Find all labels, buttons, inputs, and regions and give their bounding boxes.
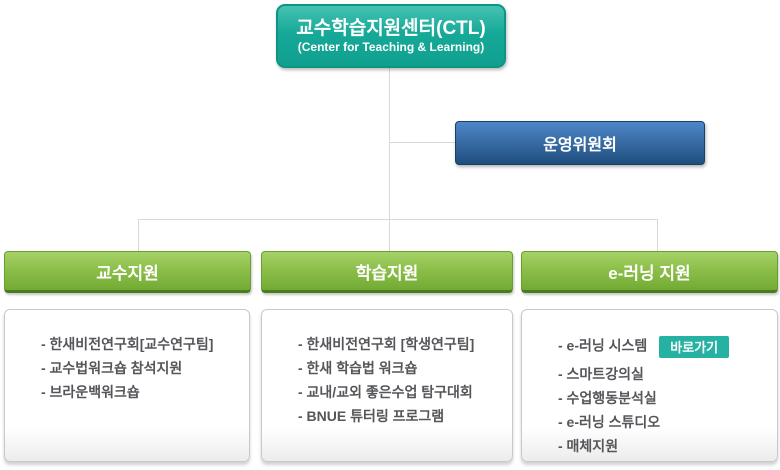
column-header-professor-support: 교수지원 — [4, 251, 251, 293]
list-item-text: - 스마트강의실 — [558, 366, 644, 382]
list-item: - BNUE 튜터링 프로그램 — [298, 404, 504, 428]
list-item-text: - 매체지원 — [558, 438, 619, 454]
list-item: - 한새비전연구회[교수연구팀] — [41, 332, 241, 356]
column-header-label: 교수지원 — [96, 263, 159, 283]
list-item-text: - 수업행동분석실 — [558, 390, 657, 406]
panel-elearning-support: - e-러닝 시스템 바로가기 - 스마트강의실 - 수업행동분석실 - e-러닝… — [521, 309, 778, 462]
list-item-text: - 한새비전연구회[교수연구팀] — [41, 336, 214, 352]
list-item-text: - 한새비전연구회 [학생연구팀] — [298, 336, 475, 352]
list-item: - 브라운백워크숍 — [41, 380, 241, 404]
list-item: - 교수법워크숍 참석지원 — [41, 356, 241, 380]
panel-professor-support: - 한새비전연구회[교수연구팀] - 교수법워크숍 참석지원 - 브라운백워크숍 — [4, 309, 250, 462]
column-header-label: 학습지원 — [355, 263, 419, 283]
list-item: - 한새 학습법 워크숍 — [298, 356, 504, 380]
list-item-text: - e-러닝 시스템 — [558, 337, 648, 354]
item-list: - 한새비전연구회[교수연구팀] - 교수법워크숍 참석지원 - 브라운백워크숍 — [5, 310, 249, 404]
list-item: - 매체지원 — [558, 434, 769, 458]
panel-learning-support: - 한새비전연구회 [학생연구팀] - 한새 학습법 워크숍 - 교내/교외 좋… — [261, 309, 513, 462]
committee-label: 운영위원회 — [543, 137, 617, 154]
column-header-label: e-러닝 지원 — [608, 263, 691, 283]
list-item: - 스마트강의실 — [558, 362, 769, 386]
connector-stub-right — [657, 219, 658, 251]
connector-horizontal-bar — [138, 219, 658, 220]
root-box-ctl: 교수학습지원센터(CTL) (Center for Teaching & Lea… — [276, 4, 506, 68]
list-item-text: - 교내/교외 좋은수업 탐구대회 — [298, 384, 473, 400]
list-item: - 수업행동분석실 — [558, 386, 769, 410]
item-list: - 한새비전연구회 [학생연구팀] - 한새 학습법 워크숍 - 교내/교외 좋… — [262, 310, 512, 428]
list-item-text: - 브라운백워크숍 — [41, 384, 140, 400]
connector-committee-branch — [389, 142, 455, 143]
connector-stub-left — [138, 219, 139, 251]
list-item-text: - 교수법워크숍 참석지원 — [41, 360, 183, 376]
list-item-text: - 한새 학습법 워크숍 — [298, 360, 418, 376]
shortcut-badge-button[interactable]: 바로가기 — [659, 336, 730, 358]
list-item: - 교내/교외 좋은수업 탐구대회 — [298, 380, 504, 404]
item-list: - e-러닝 시스템 바로가기 - 스마트강의실 - 수업행동분석실 - e-러닝… — [522, 310, 777, 458]
root-subtitle: (Center for Teaching & Learning) — [297, 40, 485, 54]
list-item: - 한새비전연구회 [학생연구팀] — [298, 332, 504, 356]
list-item-text: - e-러닝 스튜디오 — [558, 414, 661, 430]
column-header-learning-support: 학습지원 — [261, 251, 513, 293]
column-header-elearning-support: e-러닝 지원 — [521, 251, 778, 293]
root-title: 교수학습지원센터(CTL) — [296, 18, 486, 39]
connector-root-vertical — [389, 65, 390, 252]
list-item-text: - BNUE 튜터링 프로그램 — [298, 408, 445, 424]
list-item: - e-러닝 스튜디오 — [558, 410, 769, 434]
list-item: - e-러닝 시스템 바로가기 — [558, 332, 769, 362]
committee-box: 운영위원회 — [455, 121, 705, 165]
